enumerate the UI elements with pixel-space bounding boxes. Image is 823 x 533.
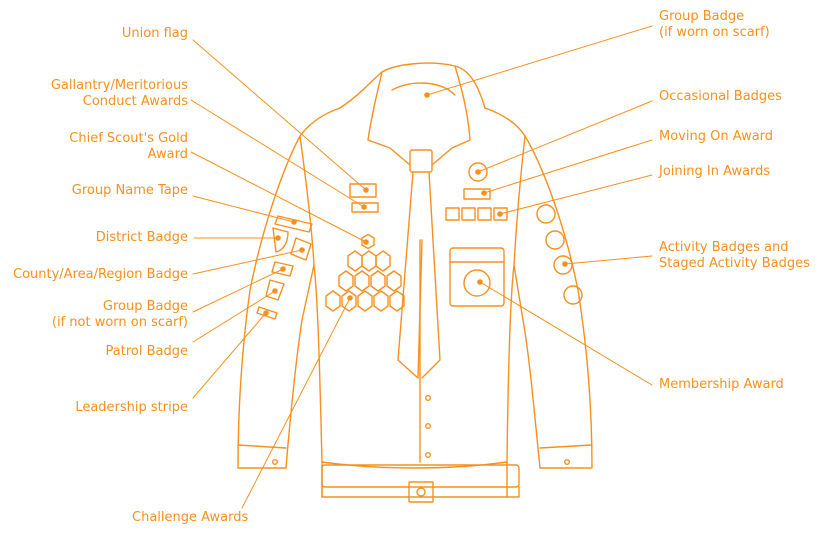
- right-sleeve-badges: [536, 204, 583, 305]
- label-group-name-tape: Group Name Tape: [71, 183, 188, 198]
- leader-line-occasional-badges: [477, 100, 653, 173]
- leader-line-moving-on-award: [483, 139, 653, 194]
- label-chief-scouts-gold-award: Chief Scout's Gold Award: [69, 131, 188, 162]
- label-activity-badges: Activity Badges and Staged Activity Badg…: [659, 240, 810, 271]
- label-group-badge-scarf: Group Badge (if worn on scarf): [659, 9, 770, 40]
- label-district-badge: District Badge: [95, 230, 188, 245]
- label-occasional-badges: Occasional Badges: [659, 89, 782, 104]
- leader-line-group-badge-sleeve: [192, 268, 284, 313]
- leader-line-gallantry: [190, 99, 365, 208]
- shirt-outline: [237, 107, 593, 503]
- leader-line-leadership-stripe: [192, 312, 267, 399]
- collar-and-scarf: [339, 62, 486, 379]
- right-chest-badges: [445, 162, 508, 307]
- label-joining-in-awards: Joining In Awards: [659, 164, 771, 179]
- label-union-flag: Union flag: [121, 26, 188, 41]
- left-sleeve-badges: [256, 215, 313, 320]
- label-leadership-stripe: Leadership stripe: [75, 400, 188, 415]
- leader-line-chief-scout: [190, 151, 367, 243]
- left-chest-badges: [325, 183, 405, 312]
- label-county-area-region-badge: County/Area/Region Badge: [13, 267, 188, 282]
- leader-line-group-name-tape: [192, 195, 295, 223]
- leader-line-union-flag: [192, 39, 367, 191]
- label-patrol-badge: Patrol Badge: [105, 344, 188, 359]
- label-moving-on-award: Moving On Award: [659, 129, 774, 144]
- leader-lines: [190, 25, 653, 509]
- leader-line-patrol-badge: [192, 290, 276, 343]
- leader-line-county-badge: [192, 249, 303, 275]
- leader-dots: [263, 92, 568, 316]
- leader-line-group-badge-scarf: [426, 25, 653, 96]
- label-challenge-awards: Challenge Awards: [132, 510, 249, 525]
- leader-line-joining-in-awards: [499, 174, 653, 215]
- leader-line-activity-badges: [564, 255, 653, 265]
- label-group-badge-sleeve: Group Badge (if not worn on scarf): [51, 299, 188, 330]
- label-gallantry-awards: Gallantry/Meritorious Conduct Awards: [50, 78, 188, 109]
- leader-line-membership-award: [479, 281, 653, 386]
- label-membership-award: Membership Award: [659, 377, 784, 392]
- leader-line-challenge-awards: [241, 297, 351, 509]
